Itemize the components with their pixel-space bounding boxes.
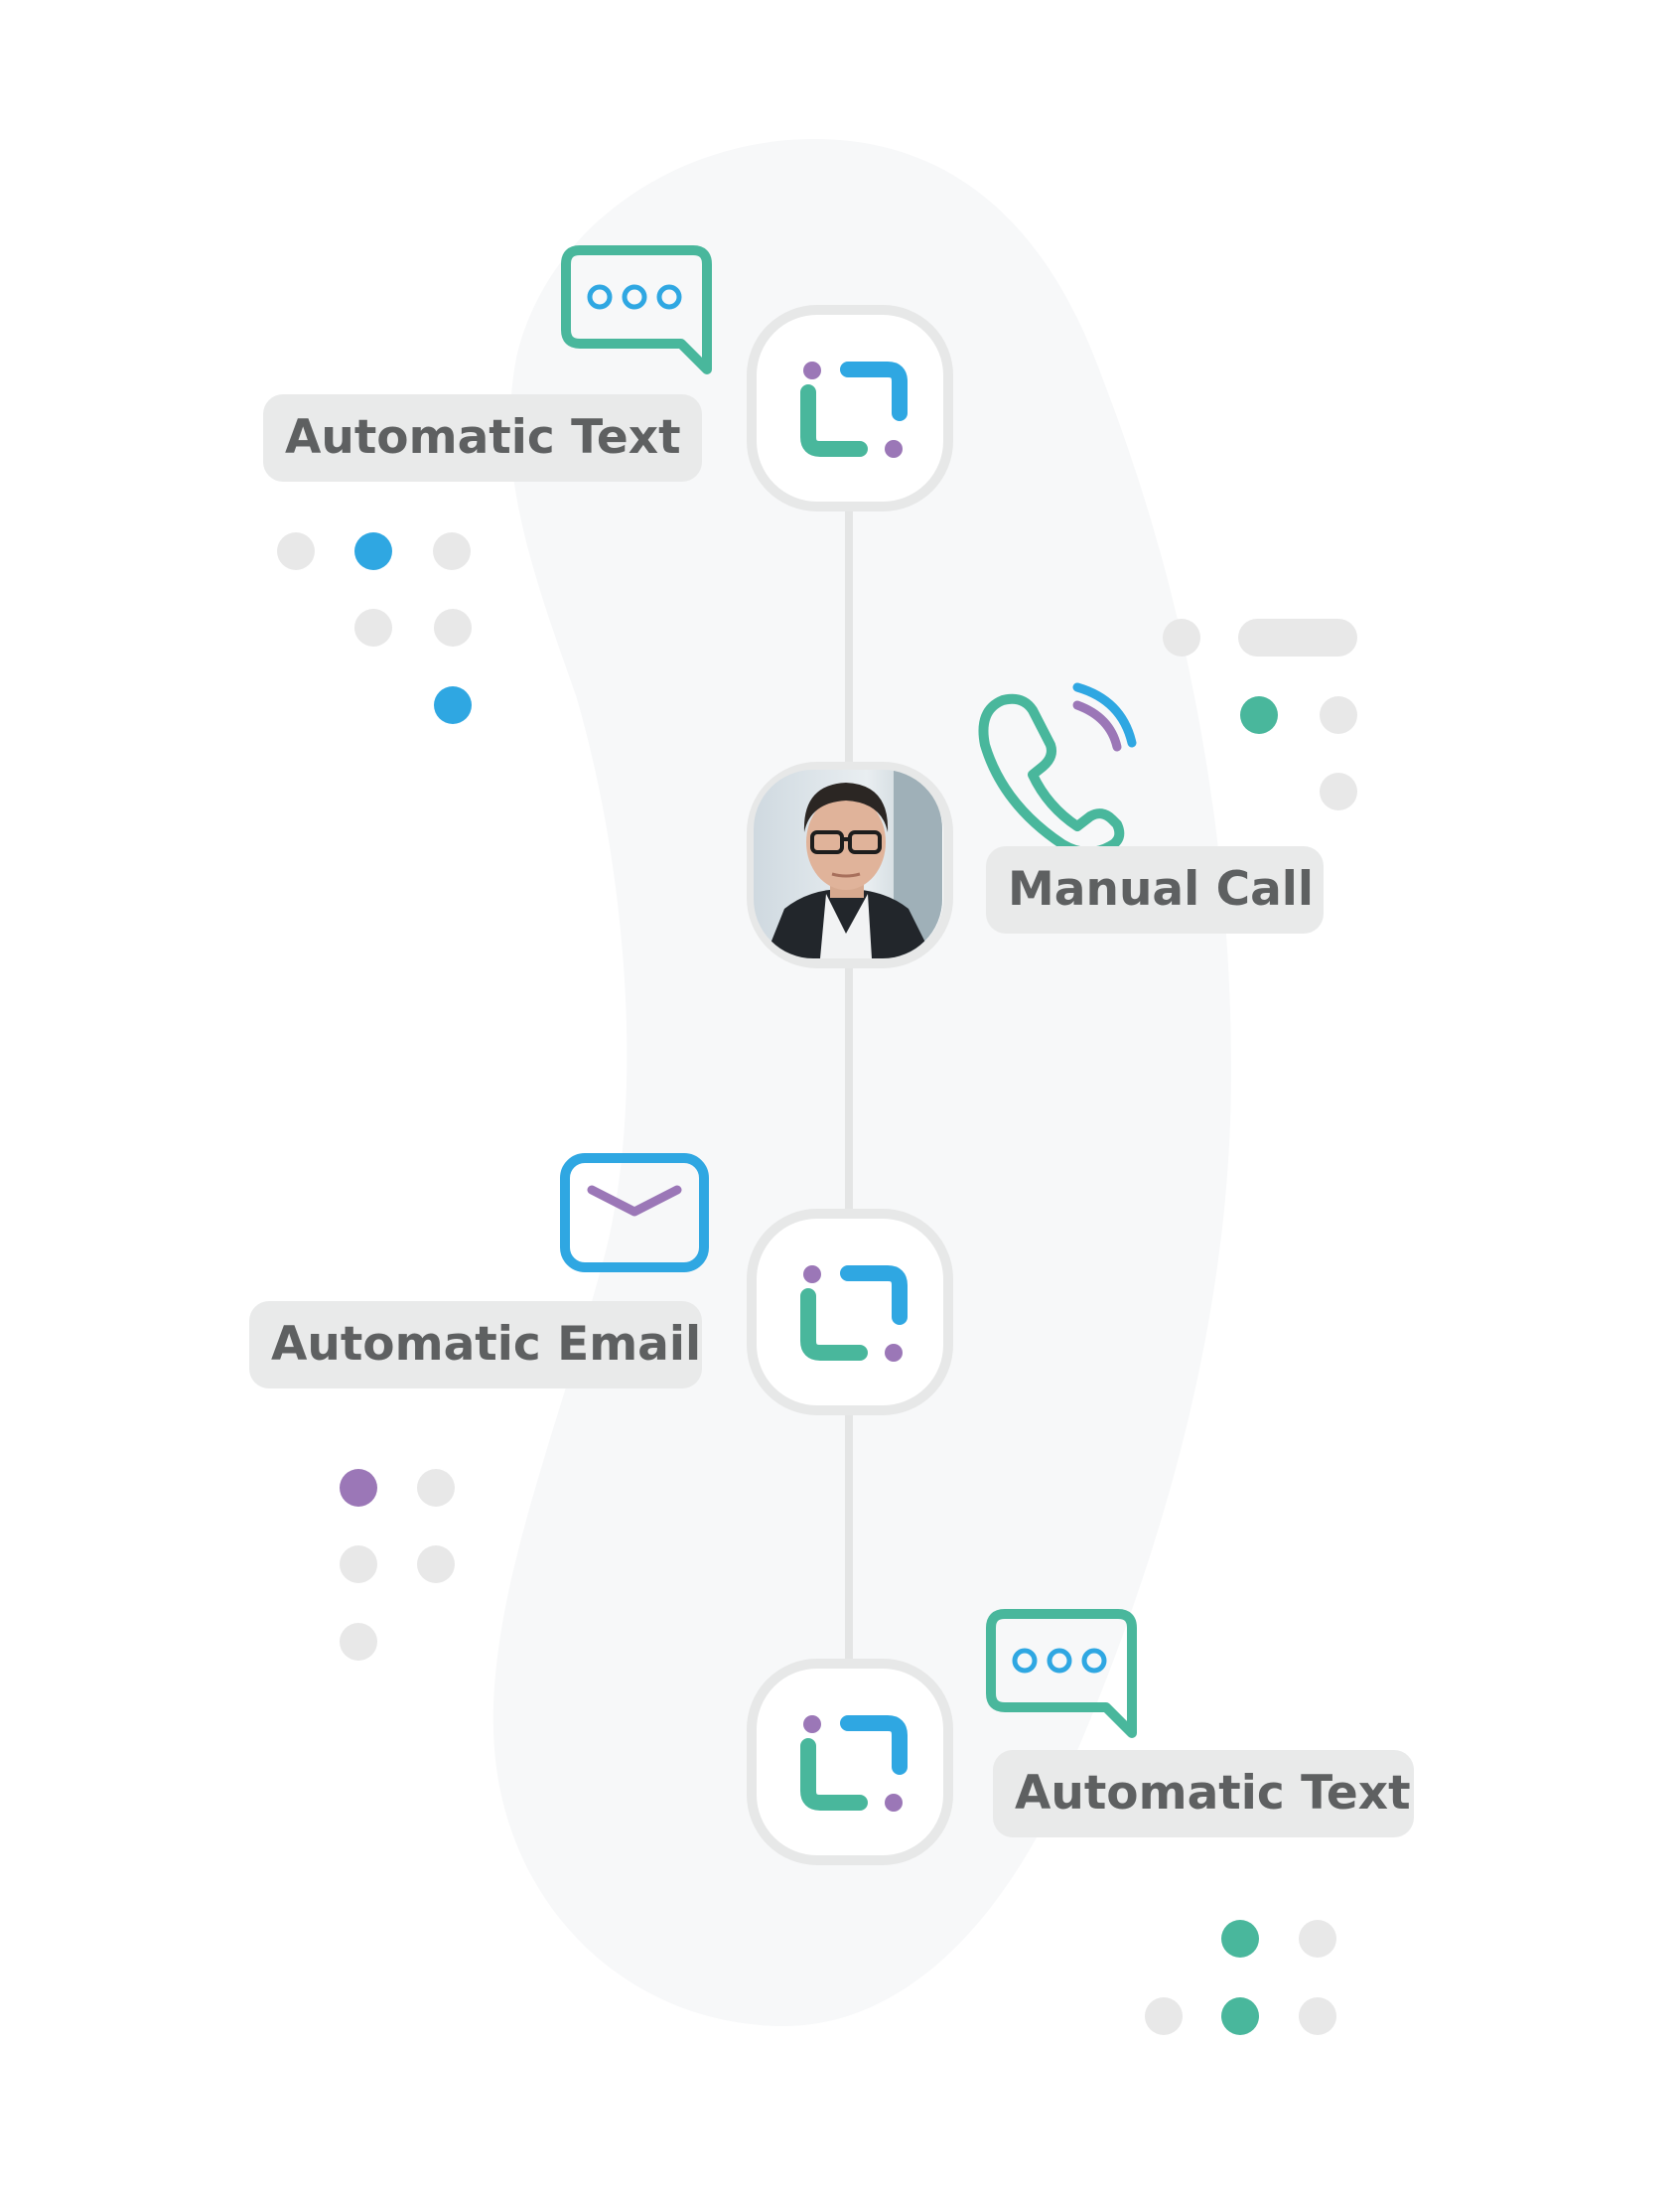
dot-cluster-bottom-right bbox=[1145, 1920, 1336, 2035]
message-bubble-icon bbox=[986, 1609, 1137, 1738]
step-label-manual-call: Manual Call bbox=[986, 846, 1324, 934]
background-blob bbox=[492, 139, 1232, 2026]
step-label-automatic-email: Automatic Email bbox=[249, 1301, 702, 1388]
step-label-automatic-text: Automatic Text bbox=[263, 394, 702, 482]
workflow-node-4 bbox=[747, 1659, 953, 1865]
message-bubble-icon bbox=[561, 245, 712, 374]
envelope-icon bbox=[560, 1153, 709, 1272]
phone-call-icon bbox=[978, 682, 1137, 857]
step-label-automatic-text: Automatic Text bbox=[993, 1750, 1414, 1837]
dot-cluster-left-middle bbox=[340, 1469, 455, 1661]
workflow-node-2 bbox=[747, 762, 953, 968]
avatar bbox=[754, 770, 942, 958]
workflow-node-3 bbox=[747, 1209, 953, 1415]
dot-cluster-right bbox=[1163, 619, 1357, 810]
workflow-node-1 bbox=[747, 305, 953, 511]
brand-logo-icon bbox=[800, 1715, 908, 1812]
dot-cluster-top-left bbox=[277, 532, 472, 724]
brand-logo-icon bbox=[800, 1265, 908, 1362]
brand-logo-icon bbox=[800, 362, 908, 458]
